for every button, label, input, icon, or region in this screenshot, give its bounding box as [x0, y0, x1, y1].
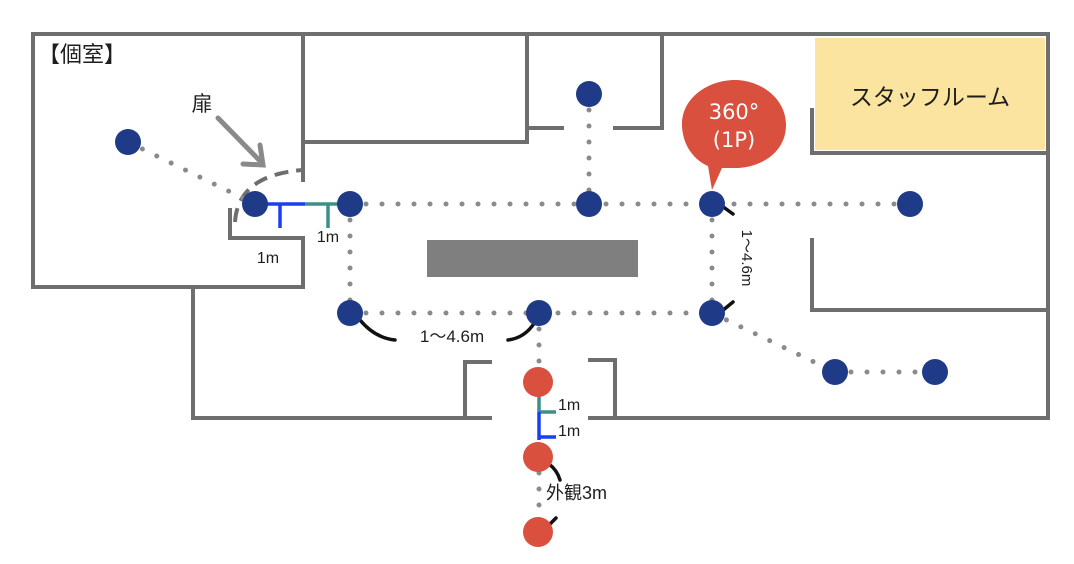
dim-label-1m-lower: 1m — [257, 250, 279, 267]
door-dimension-markers — [255, 202, 350, 228]
walk-paths — [125, 91, 938, 533]
outer-wall-right — [301, 32, 1050, 420]
room-top-door-right — [613, 32, 664, 130]
leader-h-left — [358, 318, 397, 342]
staff-room-wall — [810, 108, 1050, 155]
staff-room-area — [815, 38, 1045, 150]
point-exterior-1[interactable] — [523, 442, 553, 472]
door-label: 扉 — [192, 93, 213, 116]
private-room-label: 【個室】 — [38, 42, 126, 67]
distance-label-vertical: 1〜4.6m — [738, 230, 755, 287]
walls — [31, 32, 1050, 420]
entrance-label-1m-lower: 1m — [558, 423, 580, 440]
exterior-distance-label: 外観3m — [546, 483, 607, 503]
private-room-wall — [31, 32, 305, 289]
interior-points — [115, 81, 948, 385]
door-arrow — [215, 115, 266, 168]
point-lower-middle[interactable] — [526, 300, 552, 326]
point-door[interactable] — [242, 191, 268, 217]
callout-360: 360° (1P) — [682, 80, 786, 190]
distance-label-horizontal: 1〜4.6m — [420, 327, 484, 346]
point-360-corridor[interactable] — [699, 191, 725, 217]
exterior-points — [523, 367, 553, 547]
entrance-marker-teal — [537, 395, 556, 414]
arrow-shaft — [215, 115, 265, 166]
point-right-room-1[interactable] — [822, 359, 848, 385]
staff-room-label: スタッフルーム — [850, 84, 1010, 110]
point-lower-right[interactable] — [699, 300, 725, 326]
point-corridor-east[interactable] — [897, 191, 923, 217]
right-room-wall — [810, 238, 1050, 312]
point-right-room-2[interactable] — [922, 359, 948, 385]
entrance-marker-blue — [537, 412, 556, 440]
leader-h-right — [506, 320, 537, 342]
callout-line2: (1P) — [713, 128, 755, 152]
door-swing-arc — [233, 168, 304, 223]
leader-ext-top — [547, 462, 562, 482]
callout-bubble — [682, 80, 786, 190]
path-diagonal-right — [709, 310, 838, 375]
point-exterior-2[interactable] — [523, 517, 553, 547]
entrance-dimension-markers — [537, 395, 556, 440]
dim-label-1m-upper: 1m — [317, 229, 339, 246]
entrance-label-1m-upper: 1m — [558, 397, 580, 414]
point-entrance[interactable] — [523, 367, 553, 397]
path-room-to-door — [125, 139, 258, 207]
point-corridor-2[interactable] — [576, 191, 602, 217]
room-top-middle — [301, 32, 529, 144]
point-lower-left[interactable] — [337, 300, 363, 326]
point-top-room[interactable] — [576, 81, 602, 107]
point-private-room[interactable] — [115, 129, 141, 155]
point-corridor-1[interactable] — [337, 191, 363, 217]
central-obstacle — [427, 240, 638, 277]
callout-line1: 360° — [709, 100, 760, 124]
arrow-head-icon — [240, 142, 266, 168]
